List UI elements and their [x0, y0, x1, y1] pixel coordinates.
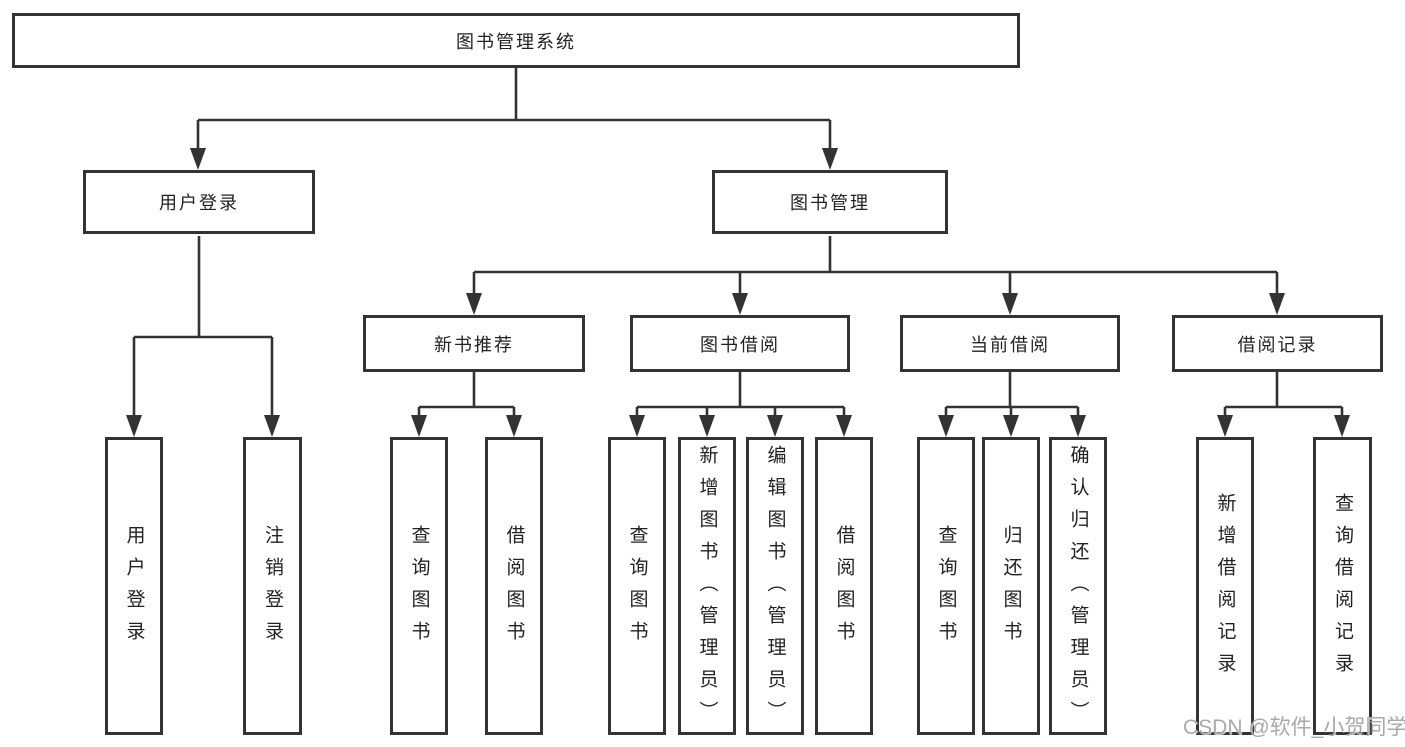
- node-label: 查询借阅记录: [1332, 493, 1353, 685]
- node-label: 借阅图书: [833, 525, 855, 653]
- leaf-borrow-books: 借阅图书: [815, 437, 873, 735]
- leaf-logout: 注销登录: [243, 437, 302, 735]
- node-label: 确认归还（管理员）: [1067, 445, 1089, 733]
- leaf-query-books-current: 查询图书: [917, 437, 975, 735]
- node-label: 图书管理系统: [456, 31, 576, 52]
- node-label: 图书借阅: [700, 334, 780, 355]
- node-label: 当前借阅: [970, 334, 1050, 355]
- node-book-borrow: 图书借阅: [630, 315, 850, 372]
- leaf-user-login: 用户登录: [105, 437, 163, 735]
- node-book-management: 图书管理: [712, 170, 948, 234]
- node-label: 编辑图书（管理员）: [764, 445, 786, 733]
- node-label: 查询图书: [408, 525, 430, 653]
- node-root: 图书管理系统: [12, 13, 1020, 68]
- node-label: 新增借阅记录: [1214, 493, 1236, 685]
- node-label: 用户登录: [159, 193, 239, 213]
- node-label: 查询图书: [935, 525, 957, 653]
- node-borrow-records: 借阅记录: [1172, 315, 1383, 372]
- leaf-query-books-recommend: 查询图书: [390, 437, 448, 735]
- node-user-login: 用户登录: [83, 170, 315, 234]
- node-label: 注销登录: [262, 525, 283, 653]
- leaf-edit-book-admin: 编辑图书（管理员）: [746, 437, 804, 735]
- node-label: 用户登录: [123, 525, 145, 653]
- leaf-query-borrow-record: 查询借阅记录: [1313, 437, 1372, 735]
- leaf-add-book-admin: 新增图书（管理员）: [678, 437, 736, 735]
- leaf-return-book: 归还图书: [982, 437, 1040, 735]
- arrowheads: [126, 148, 1350, 437]
- node-label: 借阅图书: [503, 525, 525, 653]
- node-label: 借阅记录: [1237, 334, 1318, 355]
- node-current-borrow: 当前借阅: [900, 315, 1120, 372]
- node-label: 归还图书: [1000, 525, 1022, 653]
- node-new-book-recommend: 新书推荐: [363, 315, 585, 372]
- leaf-add-borrow-record: 新增借阅记录: [1196, 437, 1254, 735]
- node-label: 查询图书: [626, 525, 648, 653]
- node-label: 图书管理: [790, 193, 870, 213]
- leaf-borrow-books-recommend: 借阅图书: [485, 437, 543, 735]
- watermark: CSDN @软件_小贺同学: [1183, 716, 1405, 739]
- leaf-query-books-borrow: 查询图书: [608, 437, 666, 735]
- node-label: 新书推荐: [434, 334, 514, 355]
- leaf-confirm-return-admin: 确认归还（管理员）: [1049, 437, 1107, 735]
- node-label: 新增图书（管理员）: [696, 445, 718, 733]
